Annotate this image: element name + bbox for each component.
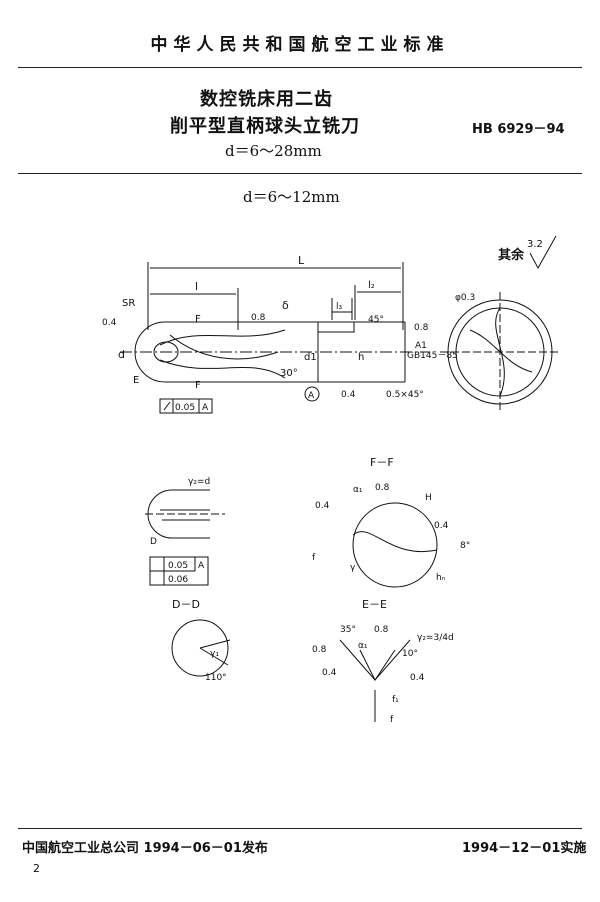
dim-L: L	[147, 254, 404, 330]
datum-A-letter: A	[308, 391, 315, 401]
roughness-04-bottom: 0.4	[341, 390, 356, 400]
label-L: L	[298, 254, 305, 267]
section-DD-title: D－D	[172, 598, 200, 611]
figure-subrange: d＝6～12mm	[243, 188, 340, 206]
label-delta: δ	[282, 299, 289, 312]
roughness-04-left: 0.4	[102, 318, 117, 328]
ee-roughness-08b: 0.8	[312, 645, 327, 655]
other-roughness-label: 其余	[498, 248, 525, 263]
section-FF-title: F－F	[370, 456, 394, 469]
section-FF: F－F 0.4 0.8 α₁ H 0.4 8° γ f hₙ	[312, 456, 470, 588]
roughness-08-top: 0.8	[251, 313, 266, 323]
ee-10deg: 10°	[402, 649, 418, 659]
dd-110deg: 110°	[205, 673, 227, 683]
engineering-drawing: 3.2 L l l₂ l₃ d	[102, 235, 560, 725]
label-l2: l₂	[368, 280, 375, 291]
ee-35deg: 35°	[340, 625, 356, 635]
detail-tol1-datum: A	[198, 561, 205, 571]
ff-f: f	[312, 553, 316, 563]
label-A1: A1	[415, 341, 427, 351]
detail-tol1: 0.05	[168, 561, 188, 571]
page-number: 2	[33, 862, 40, 875]
dd-gamma1: γ₁	[210, 649, 219, 659]
ee-roughness-08a: 0.8	[374, 625, 389, 635]
dim-l: l	[150, 280, 239, 330]
title-range: d＝6～28mm	[225, 142, 322, 160]
label-phi: φ0.3	[455, 293, 475, 303]
label-SR: SR	[122, 298, 135, 309]
footer-rule	[18, 828, 582, 829]
label-d: d	[118, 348, 125, 361]
datum-A: A	[304, 386, 320, 402]
standard-code: HB 6929－94	[472, 122, 565, 137]
ee-roughness-04a: 0.4	[322, 668, 337, 678]
ff-roughness-04b: 0.4	[434, 521, 449, 531]
detail-D: D	[150, 537, 157, 547]
tool-body	[120, 321, 430, 383]
section-DD: D－D γ₁ 110°	[171, 598, 231, 683]
dim-l2: l₂	[354, 280, 401, 320]
ff-alpha1: α₁	[353, 485, 363, 495]
dim-l3: l₃	[331, 298, 353, 320]
footer-publisher: 中国航空工业总公司 1994－06－01发布	[22, 841, 268, 856]
section-EE: E－E 35° 0.8 0.8 γ₂=3/4d 0.4 0.4 α₁ 10° f…	[312, 598, 454, 725]
ff-H: H	[425, 493, 432, 503]
ee-alpha: α₁	[358, 641, 368, 651]
label-F-bottom: F	[195, 380, 201, 391]
header-rule	[18, 67, 582, 68]
runout-value: 0.05	[175, 403, 195, 413]
footer-effective: 1994－12－01实施	[462, 841, 587, 856]
label-30deg: 30°	[280, 368, 298, 379]
label-chamfer: 0.5×45°	[386, 390, 424, 400]
label-45deg: 45°	[368, 315, 384, 325]
ff-roughness-08: 0.8	[375, 483, 390, 493]
label-l3: l₃	[336, 302, 343, 312]
ff-roughness-04: 0.4	[315, 501, 330, 511]
ff-gamma: γ	[350, 563, 356, 573]
detail-tol2: 0.06	[168, 575, 188, 585]
ee-gamma: γ₂=3/4d	[417, 633, 454, 643]
standard-header: 中华人民共和国航空工业标准	[150, 35, 450, 55]
title-line-2: 削平型直柄球头立铣刀	[170, 116, 360, 137]
runout-frame: 0.05 A	[159, 398, 213, 414]
label-E: E	[133, 375, 139, 386]
title-line-1: 数控铣床用二齿	[200, 89, 333, 110]
roughness-value: 3.2	[527, 239, 543, 250]
title-rule	[18, 173, 582, 174]
label-F-top: F	[195, 314, 201, 325]
detail-gamma: γ₂=d	[188, 477, 210, 487]
ee-roughness-04b: 0.4	[410, 673, 425, 683]
section-EE-title: E－E	[362, 598, 387, 611]
roughness-symbol-other: 3.2	[527, 235, 557, 270]
ff-hn: hₙ	[436, 573, 446, 583]
ee-f: f	[390, 715, 394, 725]
runout-datum: A	[202, 403, 209, 413]
label-l: l	[195, 280, 198, 293]
ee-f1: f₁	[392, 695, 399, 705]
ff-8deg: 8°	[460, 541, 470, 551]
label-gb: GB145－85	[407, 351, 458, 361]
detail-ball-end: γ₂=d D 0.05 A 0.06	[145, 477, 225, 586]
end-view: φ0.3	[440, 292, 560, 410]
label-d1: d1	[304, 352, 317, 363]
label-h: h	[358, 352, 364, 363]
roughness-08-right: 0.8	[414, 323, 429, 333]
